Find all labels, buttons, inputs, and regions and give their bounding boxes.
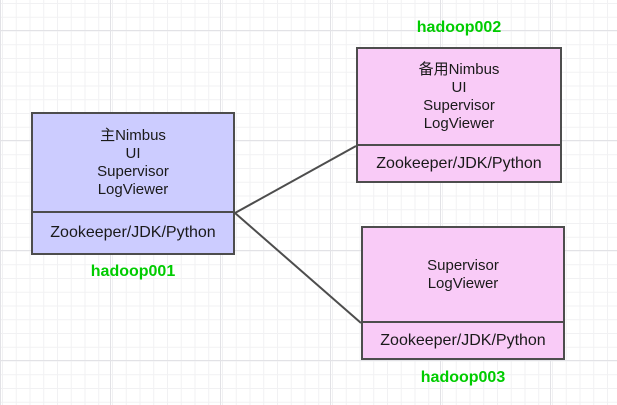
edge-hadoop001-hadoop002[interactable] bbox=[234, 145, 357, 214]
service-line: 备用Nimbus bbox=[418, 60, 500, 78]
host-label-hadoop003: hadoop003 bbox=[420, 369, 506, 386]
node-hadoop001-footer: Zookeeper/JDK/Python bbox=[33, 211, 233, 253]
node-hadoop001-services: 主Nimbus UI Supervisor LogViewer bbox=[33, 114, 233, 211]
service-line: Supervisor bbox=[427, 256, 499, 274]
node-hadoop001[interactable]: 主Nimbus UI Supervisor LogViewer Zookeepe… bbox=[31, 112, 235, 255]
node-hadoop002[interactable]: 备用Nimbus UI Supervisor LogViewer Zookeep… bbox=[356, 47, 562, 183]
node-hadoop002-services: 备用Nimbus UI Supervisor LogViewer bbox=[358, 49, 560, 144]
service-line: LogViewer bbox=[423, 114, 495, 132]
host-label-hadoop001: hadoop001 bbox=[90, 263, 176, 280]
service-line: LogViewer bbox=[97, 180, 169, 198]
service-line: Supervisor bbox=[97, 162, 169, 180]
service-line: LogViewer bbox=[427, 274, 499, 292]
service-line: UI bbox=[125, 144, 141, 162]
service-line: UI bbox=[451, 78, 467, 96]
host-label-hadoop002: hadoop002 bbox=[416, 19, 502, 36]
edge-hadoop001-hadoop003[interactable] bbox=[234, 212, 362, 324]
node-hadoop003-footer: Zookeeper/JDK/Python bbox=[363, 321, 563, 358]
node-hadoop003-services: Supervisor LogViewer bbox=[363, 228, 563, 321]
node-hadoop003[interactable]: Supervisor LogViewer Zookeeper/JDK/Pytho… bbox=[361, 226, 565, 360]
node-hadoop002-footer: Zookeeper/JDK/Python bbox=[358, 144, 560, 181]
service-line: Supervisor bbox=[423, 96, 495, 114]
service-line: 主Nimbus bbox=[100, 126, 166, 144]
